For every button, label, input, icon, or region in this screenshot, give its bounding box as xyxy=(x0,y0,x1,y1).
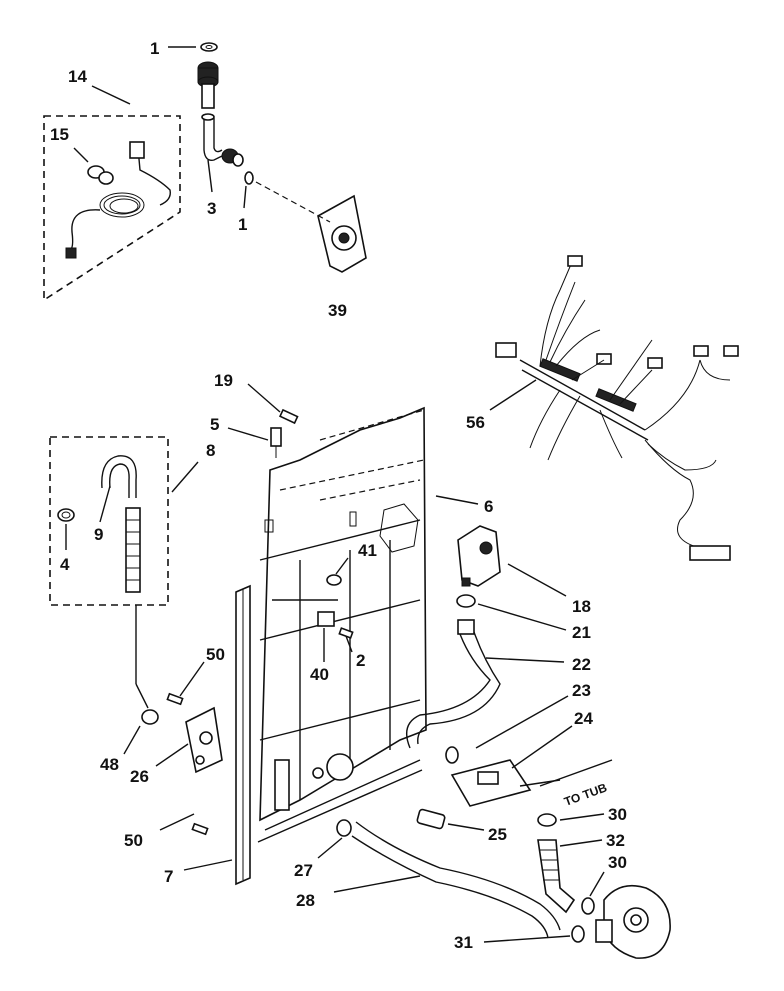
callout-8: 8 xyxy=(206,441,215,460)
part-39-valve-bracket xyxy=(255,181,367,273)
callout-4: 4 xyxy=(60,555,70,574)
callout-50-upper: 50 xyxy=(206,645,225,664)
callout-3: 3 xyxy=(207,199,216,218)
callout-21: 21 xyxy=(572,623,591,642)
part-1-washer-top xyxy=(200,42,218,52)
callout-56: 56 xyxy=(466,413,485,432)
callout-15: 15 xyxy=(50,125,69,144)
part-3-inlet-hose xyxy=(197,61,244,167)
part-31-clamp xyxy=(571,925,585,943)
callout-32: 32 xyxy=(606,831,625,850)
callout-9: 9 xyxy=(94,525,103,544)
part-21-ring xyxy=(456,594,476,608)
part-18-pressure-switch xyxy=(457,525,501,587)
to-tub-indicator: TO TUB xyxy=(539,759,613,809)
part-40-bracket xyxy=(317,611,335,627)
part-25-connector xyxy=(416,808,446,830)
callout-41: 41 xyxy=(358,541,377,560)
callout-31: 31 xyxy=(454,933,473,952)
part-30-clamp-upper xyxy=(537,813,557,827)
callout-18: 18 xyxy=(572,597,591,616)
part-8-hose-kit xyxy=(49,436,169,606)
callout-6: 6 xyxy=(484,497,493,516)
callout-labels: 1 14 15 3 1 39 56 19 5 8 6 9 4 41 18 21 … xyxy=(50,39,627,952)
part-14-cord-kit xyxy=(43,115,181,302)
part-24-pump-housing xyxy=(450,759,561,807)
callout-26: 26 xyxy=(130,767,149,786)
part-2-screw xyxy=(338,627,354,639)
part-48-clamp xyxy=(135,605,159,725)
part-41-nut xyxy=(326,574,342,586)
part-19-screw xyxy=(278,408,299,425)
part-23-clip xyxy=(445,746,459,764)
callout-1-lower: 1 xyxy=(238,215,247,234)
part-28-drain-hose xyxy=(351,821,561,939)
pump xyxy=(595,884,671,959)
callout-50-lower: 50 xyxy=(124,831,143,850)
callout-25: 25 xyxy=(488,825,507,844)
callout-40: 40 xyxy=(310,665,329,684)
callout-1-top: 1 xyxy=(150,39,159,58)
part-9-drain-hose xyxy=(101,455,141,593)
callout-2: 2 xyxy=(356,651,365,670)
part-22-pressure-tube xyxy=(406,619,501,749)
part-26-bracket xyxy=(185,706,223,774)
part-7-side-rail xyxy=(235,584,251,886)
callout-24: 24 xyxy=(574,709,593,728)
part-1-washer-lower xyxy=(244,171,254,185)
callout-23: 23 xyxy=(572,681,591,700)
callout-5: 5 xyxy=(210,415,219,434)
part-15-clamp xyxy=(87,165,114,185)
part-56-wire-harness xyxy=(495,255,739,561)
rear-panel xyxy=(257,406,427,843)
to-tub-label: TO TUB xyxy=(562,780,609,808)
callout-39: 39 xyxy=(328,301,347,320)
callout-14: 14 xyxy=(68,67,87,86)
callout-28: 28 xyxy=(296,891,315,910)
part-5-clip xyxy=(270,427,282,458)
callout-30-lower: 30 xyxy=(608,853,627,872)
part-30-clamp-lower xyxy=(581,897,595,915)
callout-27: 27 xyxy=(294,861,313,880)
callout-48: 48 xyxy=(100,755,119,774)
callout-22: 22 xyxy=(572,655,591,674)
part-50-screws xyxy=(166,692,209,836)
callout-30-upper: 30 xyxy=(608,805,627,824)
part-4-hose-clamp xyxy=(57,508,75,522)
part-27-clamp xyxy=(336,819,352,837)
leader-lines xyxy=(65,46,605,943)
part-32-hose xyxy=(537,839,576,914)
callout-7: 7 xyxy=(164,867,173,886)
callout-19: 19 xyxy=(214,371,233,390)
